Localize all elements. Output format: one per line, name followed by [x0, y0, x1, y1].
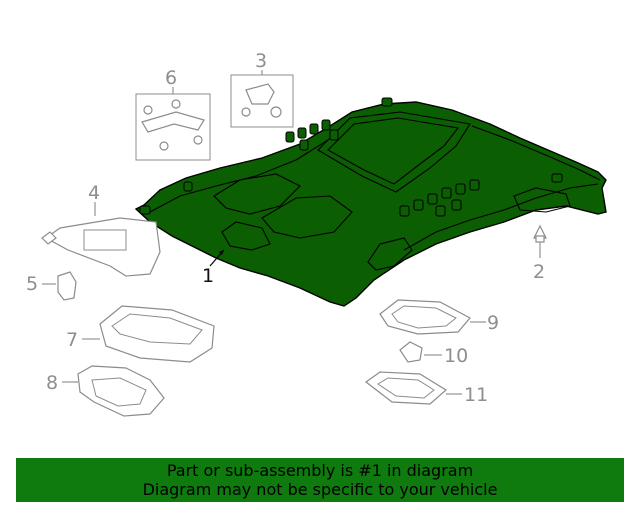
headliner-rear-edge: [471, 125, 601, 181]
bracket-screw-1: [241, 107, 251, 117]
headliner-clips-rear: [399, 179, 480, 217]
sun-visor-part-4[interactable]: 4: [41, 182, 161, 277]
console-housing-part-7[interactable]: 7: [66, 305, 215, 363]
bracket-frame: [230, 74, 294, 128]
callout-4[interactable]: 4: [88, 182, 100, 204]
headliner-sunroof-opening: [317, 111, 471, 193]
bracket-shape: [245, 83, 275, 105]
grab-handle-part-6[interactable]: 6: [135, 67, 211, 161]
headliner-front-recess-2: [261, 195, 353, 239]
callout-6[interactable]: 6: [165, 67, 177, 89]
callout-11[interactable]: 11: [464, 384, 488, 406]
callout-7[interactable]: 7: [66, 329, 78, 351]
callout-3[interactable]: 3: [255, 50, 267, 72]
console-housing-body: [99, 305, 215, 363]
bracket-part-3[interactable]: 3: [230, 50, 294, 128]
map-lamp-part-9[interactable]: 9: [379, 299, 499, 335]
callout-2[interactable]: 2: [533, 261, 545, 283]
callout-10[interactable]: 10: [444, 345, 468, 367]
lamp-module-inner: [91, 377, 147, 407]
headliner-side-pocket: [513, 187, 571, 213]
map-lamp-body: [379, 299, 471, 335]
lamp-module-part-8[interactable]: 8: [46, 365, 165, 417]
callout-1[interactable]: 1: [202, 265, 214, 287]
lens-inner: [377, 377, 435, 399]
leader-arrow-1: [219, 250, 224, 255]
headliner-edge-line-2: [403, 183, 599, 251]
sun-visor-body: [44, 217, 161, 277]
grab-handle-clip-3: [159, 141, 169, 151]
callout-5[interactable]: 5: [26, 273, 38, 295]
console-housing-inner: [111, 313, 203, 345]
grab-handle-clip-4: [193, 135, 203, 145]
banner-line-1: Part or sub-assembly is #1 in diagram: [166, 461, 474, 480]
callout-9[interactable]: 9: [487, 312, 499, 334]
lamp-module-body: [77, 365, 165, 417]
headliner-rear-recess: [367, 237, 413, 271]
grab-handle-body: [141, 111, 205, 133]
bulb-body: [399, 341, 423, 363]
clip-part-2[interactable]: 2: [533, 224, 547, 283]
visor-holder-body: [57, 271, 77, 301]
headliner-part-1[interactable]: [134, 97, 607, 307]
sun-visor-hinge: [41, 231, 57, 245]
headliner-clips-misc: [139, 97, 563, 215]
grab-handle-clip-2: [171, 99, 181, 109]
headliner-sunroof-inner: [327, 117, 460, 185]
callout-8[interactable]: 8: [46, 372, 58, 394]
notice-banner: Part or sub-assembly is #1 in diagram Di…: [16, 458, 624, 502]
grab-handle-clip-1: [143, 105, 153, 115]
grab-handle-frame: [135, 93, 211, 161]
banner-line-2: Diagram may not be specific to your vehi…: [142, 480, 498, 499]
bracket-screw-2: [270, 106, 282, 118]
headliner-lamp-opening: [221, 221, 271, 251]
clip-body: [535, 235, 545, 243]
bulb-part-10[interactable]: 10: [399, 341, 468, 367]
lens-part-11[interactable]: 11: [364, 371, 488, 406]
visor-holder-part-5[interactable]: 5: [26, 271, 77, 301]
headliner-clips-front: [285, 119, 339, 151]
lens-body: [364, 371, 448, 405]
map-lamp-lens: [391, 305, 457, 329]
headliner-shape: [134, 101, 607, 307]
headliner-edge-line: [149, 139, 329, 213]
sun-visor-mirror: [83, 229, 127, 251]
